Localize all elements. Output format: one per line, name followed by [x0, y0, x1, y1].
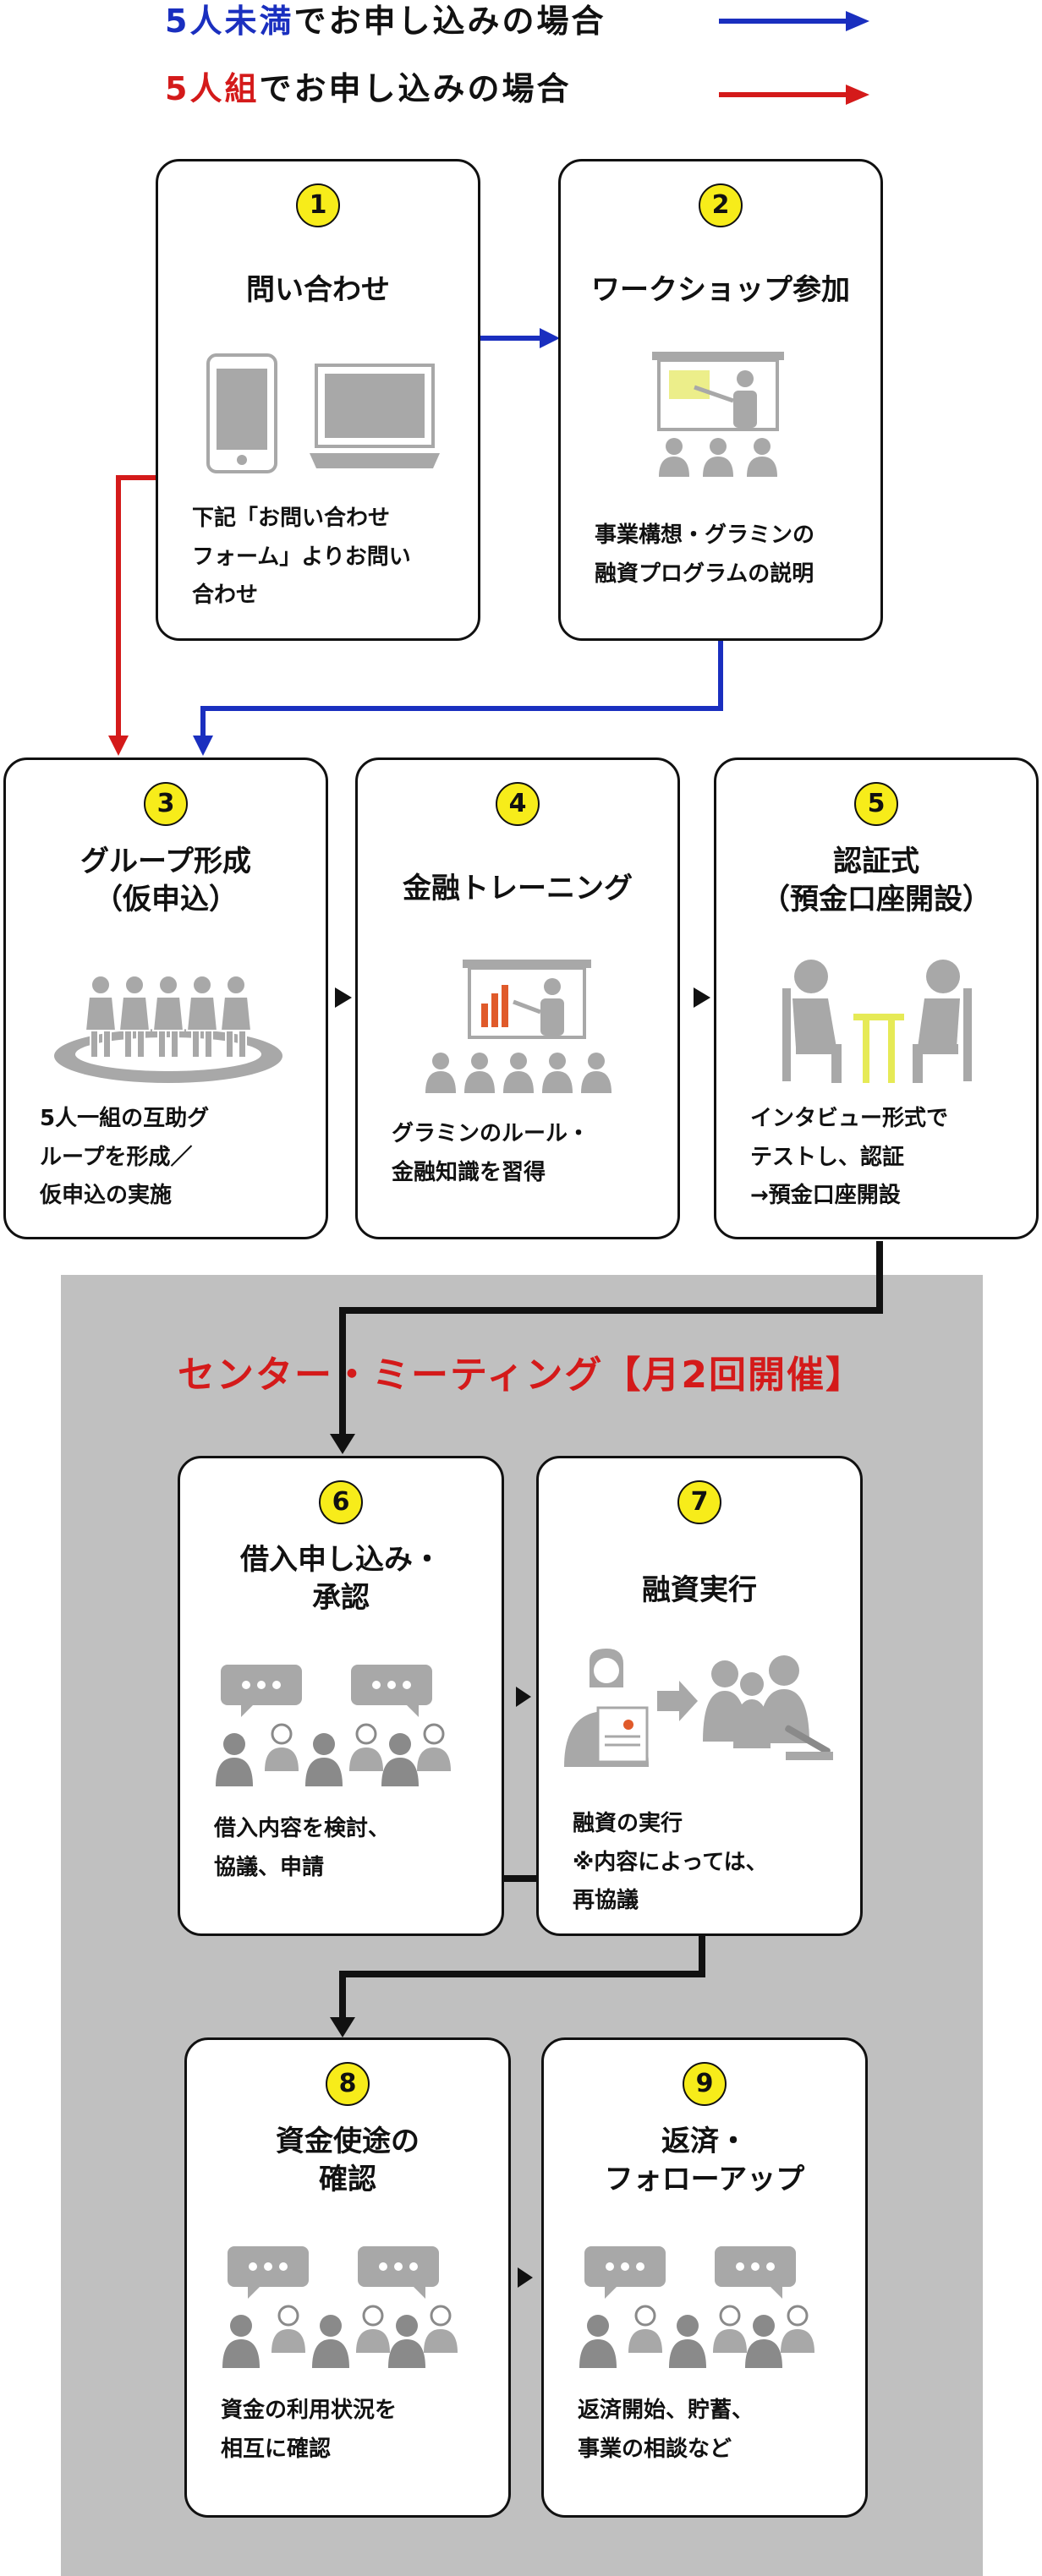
- step-number-badge: 4: [496, 782, 540, 826]
- discussion-icon: [579, 2246, 814, 2368]
- step-description: 資金の利用状況を 相互に確認: [221, 2398, 398, 2462]
- step-title: 金融トレーニング: [403, 872, 633, 905]
- legend-blue-text: でお申し込みの場合: [293, 3, 606, 40]
- step-description: 融資の実行 ※内容によっては、 再協議: [573, 1811, 768, 1913]
- step-title: 資金使途の 確認: [276, 2125, 420, 2196]
- step-description: グラミンのルール・ 金融知識を習得: [392, 1121, 590, 1185]
- step-card-1: 1 問い合わせ 下記「お問い合わせ フォーム」よりお問い 合わせ: [156, 159, 480, 641]
- step-title: ワークショップ参加: [591, 273, 850, 307]
- step-card-7: 7 融資実行 融資の実行 ※内容によっては、 再協議: [536, 1456, 863, 1936]
- discussion-icon: [216, 1665, 451, 1786]
- step-title: 融資実行: [642, 1573, 757, 1607]
- legend-red-arrow-icon: [719, 85, 869, 105]
- center-meeting-title: センター・ミーティング【月2回開催】: [178, 1354, 864, 1397]
- legend-red-text: でお申し込みの場合: [259, 70, 572, 107]
- step-description: 借入内容を検討、 協議、申請: [214, 1816, 391, 1880]
- step-card-3: 3 グループ形成 （仮申込） 5人一組の互助グ ループを形成／ 仮申込の実施: [3, 757, 328, 1239]
- step-number-badge: 7: [677, 1480, 721, 1524]
- step-number-badge: 1: [296, 183, 340, 227]
- presentation-icon: [652, 352, 784, 477]
- step-title: 認証式 （預金口座開設）: [761, 845, 991, 916]
- step-description: 下記「お問い合わせ フォーム」よりお問い 合わせ: [192, 506, 411, 608]
- step-card-6: 6 借入申し込み・ 承認 借入内容を検討、 協議、申請: [178, 1456, 504, 1936]
- step-number-badge: 9: [683, 2062, 727, 2106]
- step-number-badge: 8: [326, 2062, 370, 2106]
- legend-red: 5人組でお申し込みの場合: [165, 73, 571, 105]
- step-card-2: 2 ワークショップ参加 事業構想・グラミンの 融資プログラムの説明: [558, 159, 883, 641]
- step-description: 返済開始、貯蓄、 事業の相談など: [578, 2398, 754, 2462]
- group-circle-icon: [54, 975, 282, 1083]
- step-title: 問い合わせ: [246, 273, 390, 307]
- devices-icon: [206, 353, 440, 473]
- step-description: 事業構想・グラミンの 融資プログラムの説明: [595, 522, 815, 587]
- legend-blue-arrow-icon: [719, 11, 869, 31]
- training-icon: [425, 960, 611, 1093]
- legend-red-highlight: 5人組: [165, 70, 260, 107]
- step-number-badge: 3: [144, 782, 188, 826]
- step-number-badge: 6: [319, 1480, 363, 1524]
- step-title: 返済・ フォローアップ: [604, 2125, 805, 2196]
- step-description: インタビュー形式で テストし、認証 →預金口座開設: [750, 1106, 949, 1208]
- step-number-badge: 5: [854, 782, 898, 826]
- step-card-4: 4 金融トレーニング グラミンのルール・ 金融知識を習得: [355, 757, 680, 1239]
- interview-icon: [782, 960, 972, 1083]
- legend-blue: 5人未満でお申し込みの場合: [165, 5, 606, 37]
- step-card-9: 9 返済・ フォローアップ 返済開始、貯蓄、 事業の相談など: [541, 2037, 868, 2518]
- step-number-badge: 2: [699, 183, 743, 227]
- loan-execution-icon: [564, 1649, 833, 1767]
- step-title: グループ形成 （仮申込）: [80, 845, 251, 916]
- step-title: 借入申し込み・ 承認: [240, 1543, 441, 1615]
- step-description: 5人一組の互助グ ループを形成／ 仮申込の実施: [40, 1106, 210, 1208]
- legend-blue-highlight: 5人未満: [165, 3, 294, 40]
- step-card-5: 5 認証式 （預金口座開設） インタビュー形式で テストし、認証 →預金口座開設: [714, 757, 1039, 1239]
- step-card-8: 8 資金使途の 確認 資金の利用状況を 相互に確認: [184, 2037, 511, 2518]
- discussion-icon: [222, 2246, 458, 2368]
